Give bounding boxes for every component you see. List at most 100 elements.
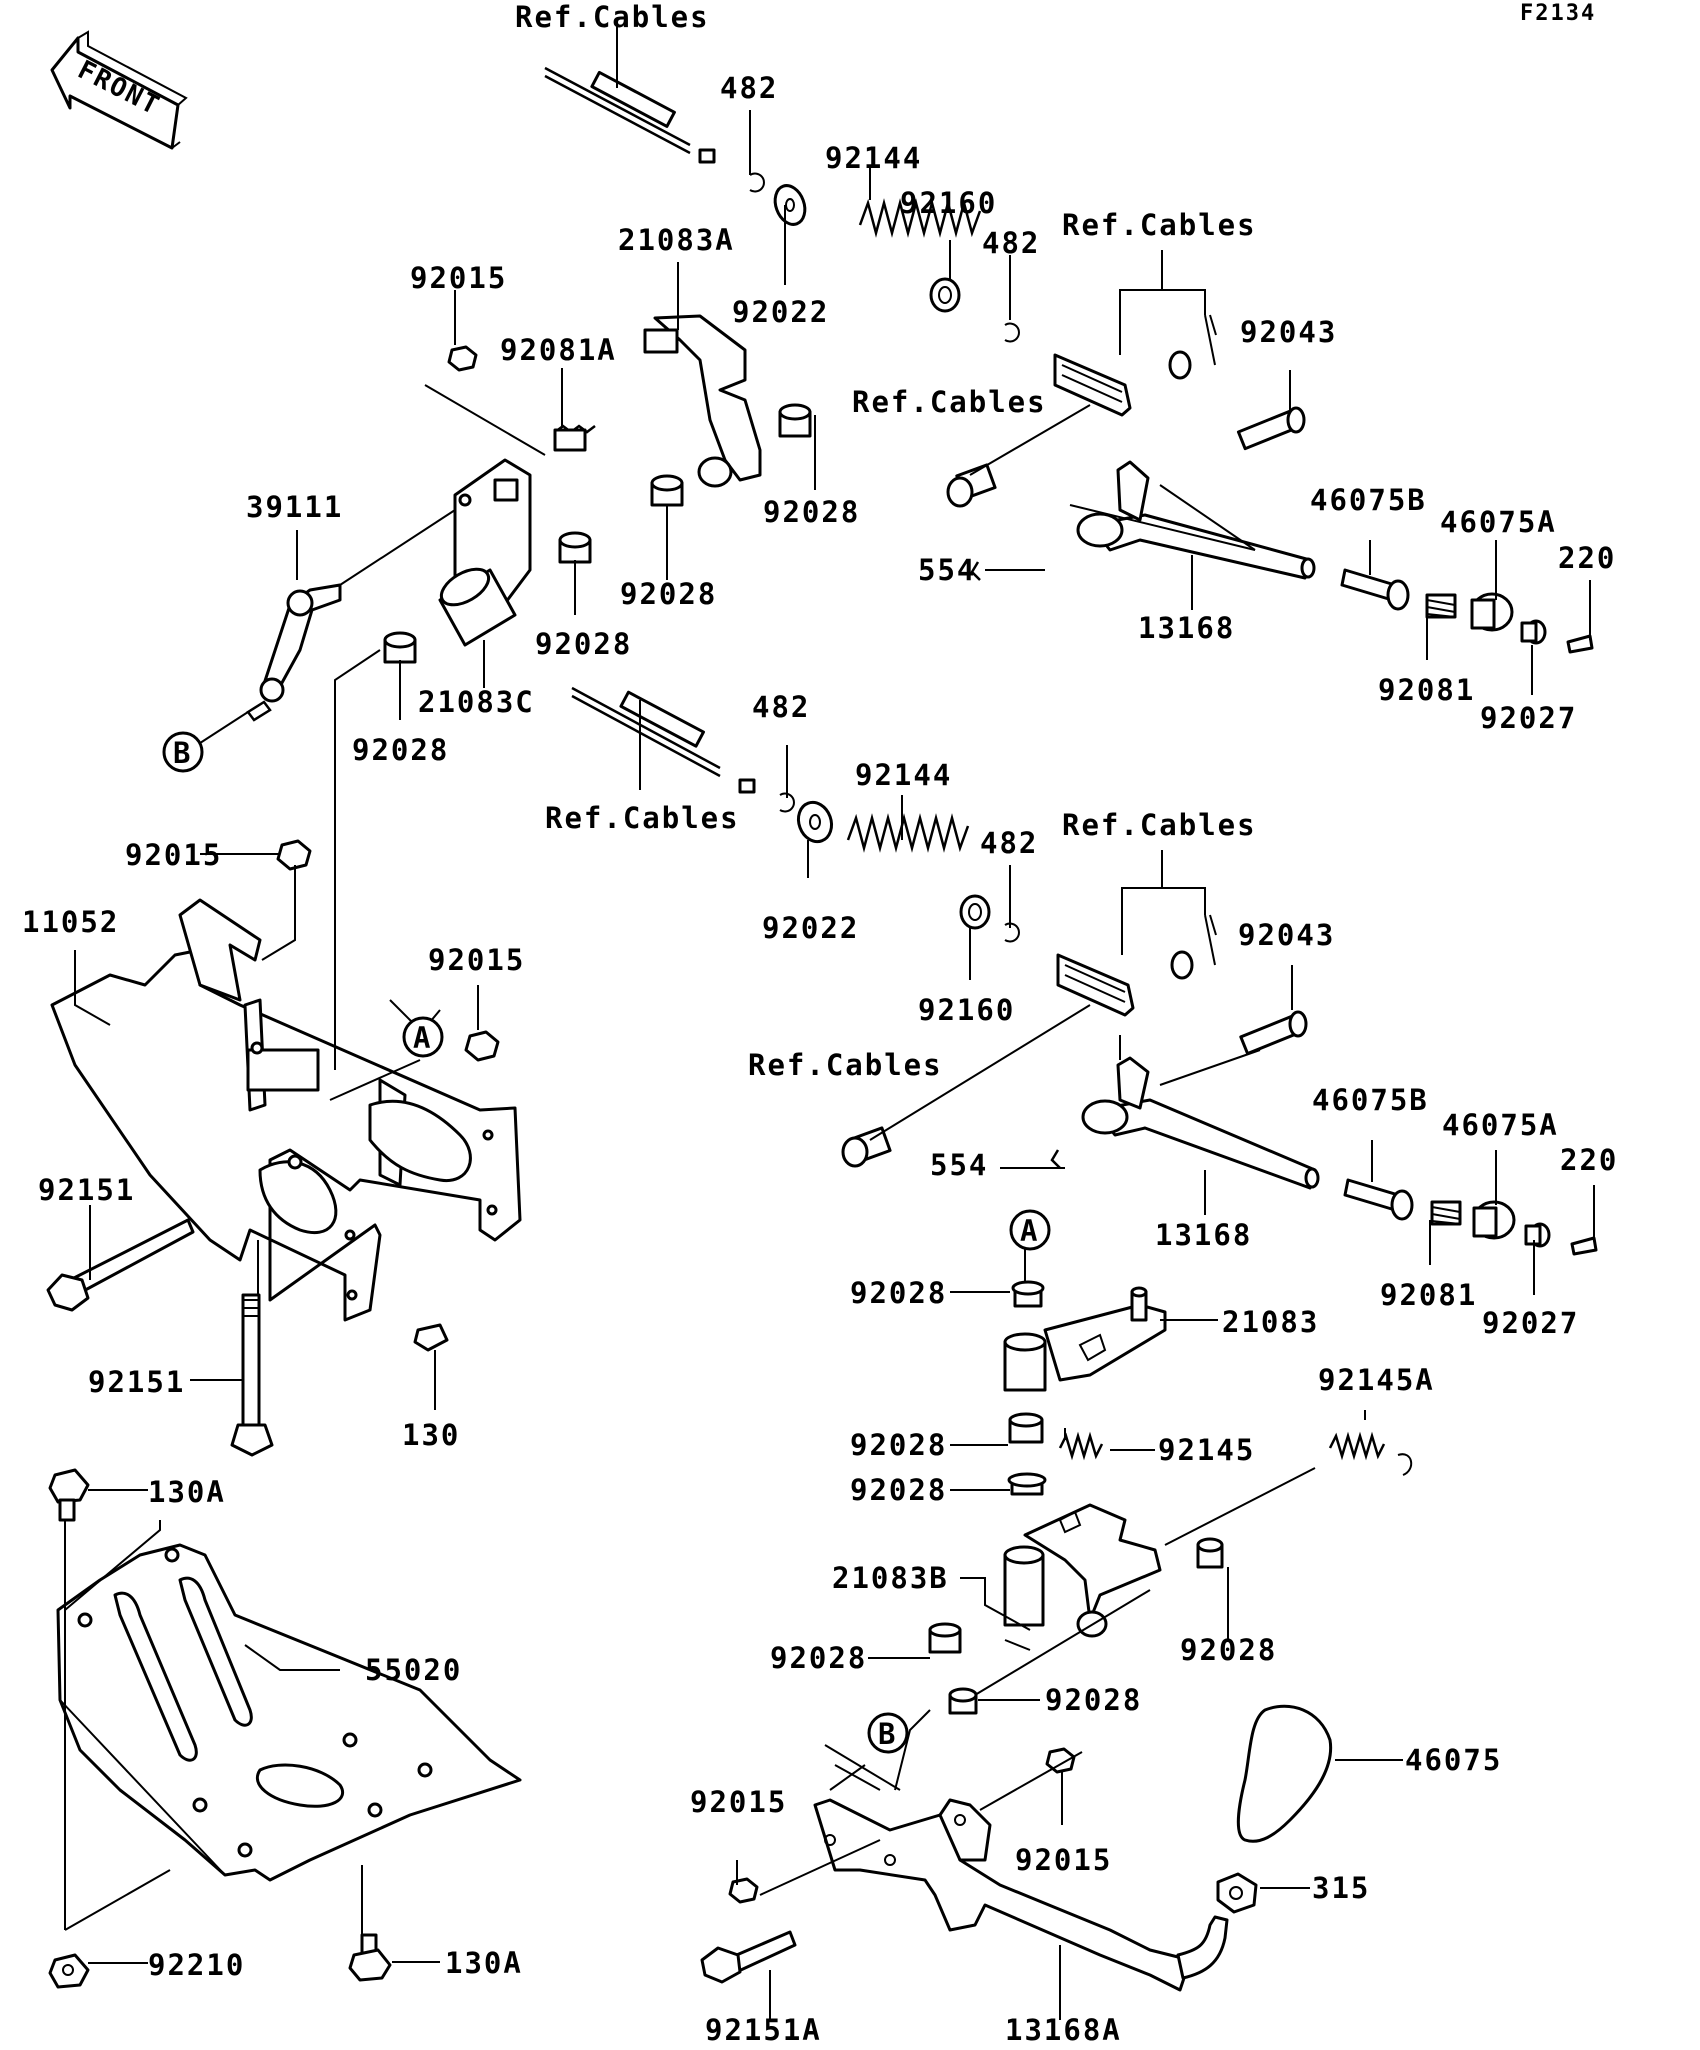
- bolt-92151-vertical-icon: [230, 1293, 274, 1457]
- ref-circle-A-lower: A: [1009, 1209, 1051, 1251]
- label-39111: 39111: [246, 490, 343, 524]
- ref-circle-B-linkrod: B: [162, 731, 204, 773]
- label-ref-cables: Ref.Cables: [515, 0, 710, 34]
- e-clip-482b-icon: [1004, 322, 1020, 343]
- bushing-92028-c-icon: [558, 531, 592, 564]
- leader-lines: [64, 25, 1595, 2020]
- label-21083A: 21083A: [618, 223, 735, 257]
- washer-middle-right-icon: [1170, 950, 1194, 980]
- label-55020: 55020: [365, 1653, 462, 1687]
- knob-46075A-middle-icon: [1472, 1200, 1516, 1240]
- label-220: 220: [1560, 1143, 1618, 1177]
- frame-11052-icon: [50, 898, 522, 1322]
- label-92027: 92027: [1480, 701, 1577, 735]
- label-92043: 92043: [1238, 918, 1335, 952]
- label-92015: 92015: [428, 943, 525, 977]
- label-92160: 92160: [900, 186, 997, 220]
- link-rod-39111-icon: [246, 583, 342, 722]
- pedal-21083-icon: [1003, 1286, 1167, 1392]
- label-92028: 92028: [1045, 1683, 1142, 1717]
- bushing-92028-f-icon: [1008, 1412, 1044, 1444]
- spring-92081-upper-icon: [1425, 593, 1457, 619]
- cotter-pin-icon: [1204, 314, 1217, 366]
- label-92028: 92028: [535, 627, 632, 661]
- knob-46075A-upper-icon: [1470, 592, 1514, 632]
- label-46075B: 46075B: [1310, 483, 1427, 517]
- label-92160: 92160: [918, 993, 1015, 1027]
- bushing-92028-h-icon: [1196, 1537, 1224, 1569]
- label-ref-cables: Ref.Cables: [852, 385, 1047, 419]
- collar-92160b-icon: [959, 894, 991, 930]
- pipe-21083C-icon: [438, 567, 517, 647]
- bolt-46075B-upper-icon: [1340, 568, 1410, 611]
- label-46075B: 46075B: [1312, 1083, 1429, 1117]
- nut-92015-a-icon: [276, 839, 312, 871]
- label-130A: 130A: [445, 1946, 523, 1980]
- ref-circle-A-frame: A: [402, 1016, 444, 1058]
- svg-text:B: B: [878, 1717, 897, 1751]
- label-46075: 46075: [1405, 1743, 1502, 1777]
- bushing-92028-g-icon: [1007, 1472, 1047, 1496]
- ref-circle-B-lower: B: [867, 1712, 909, 1754]
- bolt-130A-bottom-icon: [348, 1933, 392, 1982]
- label-46075A: 46075A: [1442, 1108, 1559, 1142]
- bushing-92081A-icon: [553, 424, 596, 452]
- bushing-92028-j-icon: [948, 1687, 978, 1715]
- clevis-pin-middle-icon: [841, 1126, 892, 1168]
- label-92028: 92028: [1180, 1633, 1277, 1667]
- bushing-92028-b-icon: [650, 474, 684, 507]
- label-92015: 92015: [410, 261, 507, 295]
- label-92043: 92043: [1240, 315, 1337, 349]
- label-21083: 21083: [1222, 1305, 1319, 1339]
- label-554: 554: [930, 1148, 988, 1182]
- label-92022: 92022: [762, 911, 859, 945]
- grip-46075-icon: [1236, 1704, 1333, 1843]
- label-92028: 92028: [850, 1428, 947, 1462]
- nut-92210-icon: [48, 1953, 90, 1989]
- label-92027: 92027: [1482, 1306, 1579, 1340]
- label-482: 482: [982, 226, 1040, 260]
- collar-92160-icon: [929, 277, 961, 313]
- front-arrow-icon: FRONT: [50, 30, 188, 150]
- shaft-13168-middle-icon: [1081, 1056, 1320, 1190]
- shaft-13168-upper-icon: [1076, 460, 1316, 580]
- bushing-92028-e-icon: [1011, 1280, 1045, 1308]
- nut-92015-d-icon: [1045, 1747, 1076, 1774]
- lever-21083A-icon: [643, 314, 762, 488]
- e-clip-482d-icon: [1004, 922, 1020, 943]
- spring-92144-icon: [858, 198, 982, 238]
- pin-92043b-icon: [1239, 1010, 1308, 1056]
- label-21083B: 21083B: [832, 1561, 949, 1595]
- clip-554-upper-icon: [970, 561, 981, 581]
- label-220: 220: [1558, 541, 1616, 575]
- label-315: 315: [1312, 1871, 1370, 1905]
- clevis-upper-icon: [1053, 353, 1132, 417]
- label-92028: 92028: [770, 1641, 867, 1675]
- label-92081A: 92081A: [500, 333, 617, 367]
- label-13168: 13168: [1138, 611, 1235, 645]
- lever-21083B-icon: [1003, 1503, 1162, 1638]
- nut-92015-c-icon: [728, 1877, 759, 1904]
- label-482: 482: [980, 826, 1038, 860]
- part-labels: Ref.Cables 482 92144 92160 Ref.Cables 21…: [22, 0, 1618, 2047]
- label-92210: 92210: [148, 1948, 245, 1982]
- label-92028: 92028: [850, 1473, 947, 1507]
- label-92151A: 92151A: [705, 2013, 822, 2047]
- screw-220-upper-icon: [1566, 634, 1594, 654]
- label-92081: 92081: [1378, 673, 1475, 707]
- label-46075A: 46075A: [1440, 505, 1557, 539]
- nut-92015-b-icon: [464, 1030, 500, 1062]
- label-ref-cables: Ref.Cables: [1062, 208, 1257, 242]
- label-92015: 92015: [1015, 1843, 1112, 1877]
- svg-text:A: A: [1020, 1214, 1039, 1248]
- label-482: 482: [752, 690, 810, 724]
- bushing-92028-a-icon: [778, 403, 812, 438]
- washer-92022b-icon: [796, 800, 834, 844]
- bolt-130A-top-icon: [48, 1468, 90, 1522]
- collar-92027-upper-icon: [1520, 619, 1547, 645]
- label-130: 130: [402, 1418, 460, 1452]
- screw-220-middle-icon: [1570, 1236, 1598, 1256]
- collar-92027-middle-icon: [1524, 1222, 1551, 1248]
- spring-92145A-icon: [1328, 1431, 1413, 1476]
